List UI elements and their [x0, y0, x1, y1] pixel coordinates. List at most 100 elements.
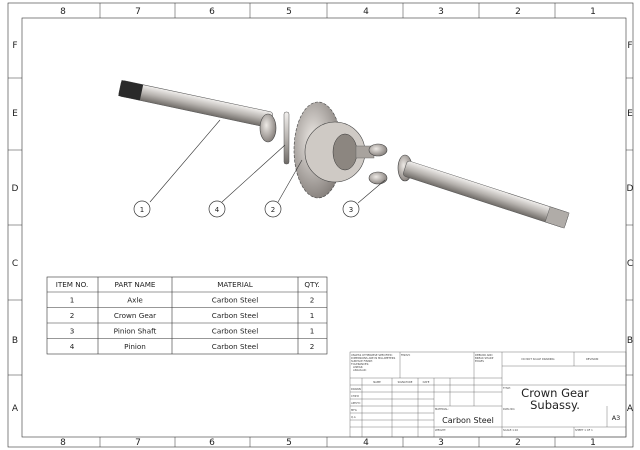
zone-col-8: 8	[60, 438, 66, 448]
pinion-gears-right	[368, 143, 413, 185]
svg-text:3: 3	[349, 206, 353, 214]
axle-left	[118, 80, 273, 128]
bom-cell: Carbon Steel	[212, 311, 258, 320]
crown-gear	[293, 101, 375, 199]
revision-label: REVISION	[586, 357, 598, 361]
tolerance-note: SURFACE FINISH:	[351, 359, 373, 363]
leader-lines	[149, 119, 386, 204]
zone-col-2: 2	[515, 7, 521, 17]
bom-cell: Axle	[127, 296, 143, 305]
do-not-scale-note: DO NOT SCALE DRAWING	[521, 357, 554, 361]
bom-cell: 1	[310, 311, 315, 320]
bom-header-row: ITEM NO. PART NAME MATERIAL QTY.	[56, 280, 320, 289]
zone-col-5: 5	[286, 7, 292, 17]
zone-row-a: A	[12, 404, 19, 414]
svg-text:1: 1	[140, 206, 144, 214]
zone-row-e: E	[12, 109, 18, 119]
sheet-size: A3	[612, 414, 621, 422]
bom-cell: 2	[310, 342, 315, 351]
zone-col-3: 3	[438, 7, 444, 17]
material-label: MATERIAL:	[435, 407, 449, 411]
bom-row: 1 Axle Carbon Steel 2	[70, 296, 315, 305]
bom-cell: Pinion	[124, 342, 146, 351]
zone-row-c: C	[12, 259, 18, 269]
tolerance-note: UNLESS OTHERWISE SPECIFIED:	[351, 353, 393, 357]
role-drawn: DRAWN	[351, 387, 361, 391]
bom-cell: Carbon Steel	[212, 296, 258, 305]
balloon-1: 1	[133, 200, 151, 218]
drawing-title-line1: Crown Gear	[521, 386, 589, 400]
finish-label: FINISH:	[401, 353, 411, 357]
deburr-note: BREAK SHARP	[475, 356, 494, 360]
balloon-4: 4	[208, 200, 226, 218]
role-approved: APPV'D	[351, 401, 360, 405]
bom-row: 4 Pinion Carbon Steel 2	[70, 342, 315, 351]
role-checked: CHK'D	[351, 394, 359, 398]
zone-row-d: D	[12, 184, 19, 194]
role-qa: Q.A	[351, 415, 356, 419]
bom-cell: 2	[70, 311, 75, 320]
bom-header-item-no: ITEM NO.	[56, 280, 89, 289]
zone-col-2: 2	[515, 438, 521, 448]
tolerance-note: ANGULAR:	[353, 368, 367, 372]
tolerance-note: TOLERANCES:	[351, 362, 369, 366]
svg-text:4: 4	[215, 206, 220, 214]
exploded-assembly-view: 1 4 2 3	[118, 80, 570, 229]
date-header: DATE	[423, 380, 430, 384]
zone-col-5: 5	[286, 438, 292, 448]
zone-row-labels: F E D C B A F E D C B A	[12, 41, 634, 414]
bom-header-part-name: PART NAME	[115, 280, 156, 289]
deburr-note: EDGES	[475, 359, 484, 363]
pinion-shaft	[283, 111, 290, 165]
bom-cell: Crown Gear	[114, 311, 156, 320]
title-block: UNLESS OTHERWISE SPECIFIED: DIMENSIONS A…	[349, 351, 627, 438]
zone-col-7: 7	[135, 438, 141, 448]
zone-row-b: B	[12, 336, 18, 346]
dwg-no-label: DWG NO.	[503, 407, 515, 411]
zone-col-1: 1	[590, 7, 596, 17]
material-value: Carbon Steel	[442, 416, 494, 425]
inner-frame	[21, 17, 627, 438]
bom-cell: 1	[310, 327, 315, 336]
bom-cell: 2	[310, 296, 315, 305]
zone-row-f: F	[627, 41, 632, 51]
bom-header-qty: QTY.	[304, 280, 319, 289]
zone-row-d: D	[627, 184, 634, 194]
name-header: NAME	[373, 380, 381, 384]
balloon-2: 2	[264, 200, 282, 218]
bom-header-material: MATERIAL	[217, 280, 253, 289]
balloon-3: 3	[342, 200, 360, 218]
bom-cell: Pinion Shaft	[114, 327, 157, 336]
outer-frame	[7, 2, 634, 448]
zone-col-7: 7	[135, 7, 141, 17]
tolerance-note: LINEAR:	[353, 365, 363, 369]
zone-row-c: C	[627, 259, 633, 269]
pinion-left	[259, 113, 277, 143]
zone-ticks	[8, 3, 633, 447]
signature-header: SIGNATURE	[398, 380, 413, 384]
role-mfg: MFG	[351, 408, 357, 412]
bill-of-materials-table: ITEM NO. PART NAME MATERIAL QTY. 1 Axle …	[46, 276, 328, 355]
zone-col-4: 4	[363, 7, 369, 17]
bom-cell: 3	[70, 327, 75, 336]
zone-col-8: 8	[60, 7, 66, 17]
zone-row-f: F	[12, 41, 17, 51]
axle-right	[403, 160, 570, 229]
deburr-note: DEBURR AND	[475, 353, 492, 357]
svg-text:2: 2	[271, 206, 275, 214]
zone-row-a: A	[627, 404, 634, 414]
bom-row: 2 Crown Gear Carbon Steel 1	[70, 311, 315, 320]
zone-col-4: 4	[363, 438, 369, 448]
bom-cell: Carbon Steel	[212, 327, 258, 336]
drawing-title-line2: Subassy.	[530, 398, 580, 412]
sheet-number: SHEET 1 OF 1	[575, 428, 593, 432]
zone-col-1: 1	[590, 438, 596, 448]
zone-col-6: 6	[209, 7, 215, 17]
zone-column-labels: 8 7 6 5 4 3 2 1 8 7 6 5 4 3 2 1	[60, 7, 596, 448]
zone-row-b: B	[627, 336, 633, 346]
bom-row: 3 Pinion Shaft Carbon Steel 1	[70, 327, 315, 336]
tolerance-note: DIMENSIONS ARE IN MILLIMETERS	[351, 356, 396, 360]
zone-col-3: 3	[438, 438, 444, 448]
scale-label: SCALE:1:10	[503, 428, 518, 432]
